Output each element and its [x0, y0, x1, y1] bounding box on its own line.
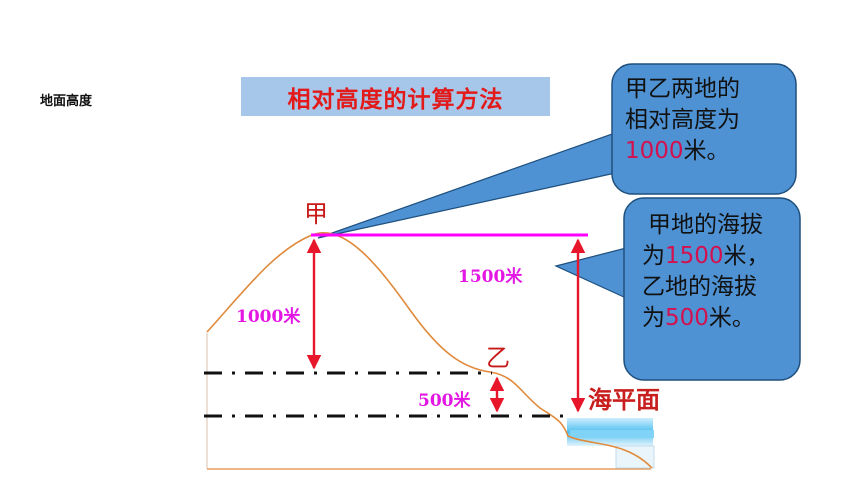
callout-right-value4: 500 — [665, 305, 709, 331]
callout-right-value2: 1500 — [665, 243, 724, 269]
label-1000: 1000米 — [236, 307, 301, 327]
callout-top-text: 甲乙两地的 相对高度为 1000米。 — [625, 74, 740, 167]
callout-right-box — [623, 197, 801, 381]
terrain-profile — [206, 232, 653, 469]
callout-top-value: 1000 — [625, 138, 684, 164]
callout-top-pointer — [317, 133, 621, 239]
callout-top-line2: 相对高度为 — [625, 107, 740, 133]
banner-title-text: 相对高度的计算方法 — [287, 86, 504, 113]
label-1500: 1500米 — [458, 267, 523, 287]
callout-right-line2: 为1500米， — [642, 243, 770, 269]
callout-top-line3: 1000米。 — [625, 136, 740, 167]
callout-right-line3: 乙地的海拔 — [642, 274, 757, 300]
callout-right-text: 甲地的海拔 为1500米， 乙地的海拔 为500米。 — [642, 210, 770, 334]
callout-top-line1: 甲乙两地的 — [625, 76, 740, 102]
side-title: 地面高度 — [40, 94, 93, 109]
callout-top-box — [611, 63, 797, 195]
callout-right-line4: 为500米。 — [642, 305, 755, 331]
callout-top-unit: 米。 — [683, 138, 730, 164]
label-yi: 乙 — [486, 344, 510, 372]
callout-right-line1: 甲地的海拔 — [648, 212, 763, 238]
label-sea-level: 海平面 — [588, 386, 660, 414]
banner-title: 相对高度的计算方法 — [241, 77, 550, 116]
label-500: 500米 — [418, 391, 471, 411]
callout-right-pointer — [554, 247, 627, 299]
label-jia: 甲 — [304, 200, 328, 228]
